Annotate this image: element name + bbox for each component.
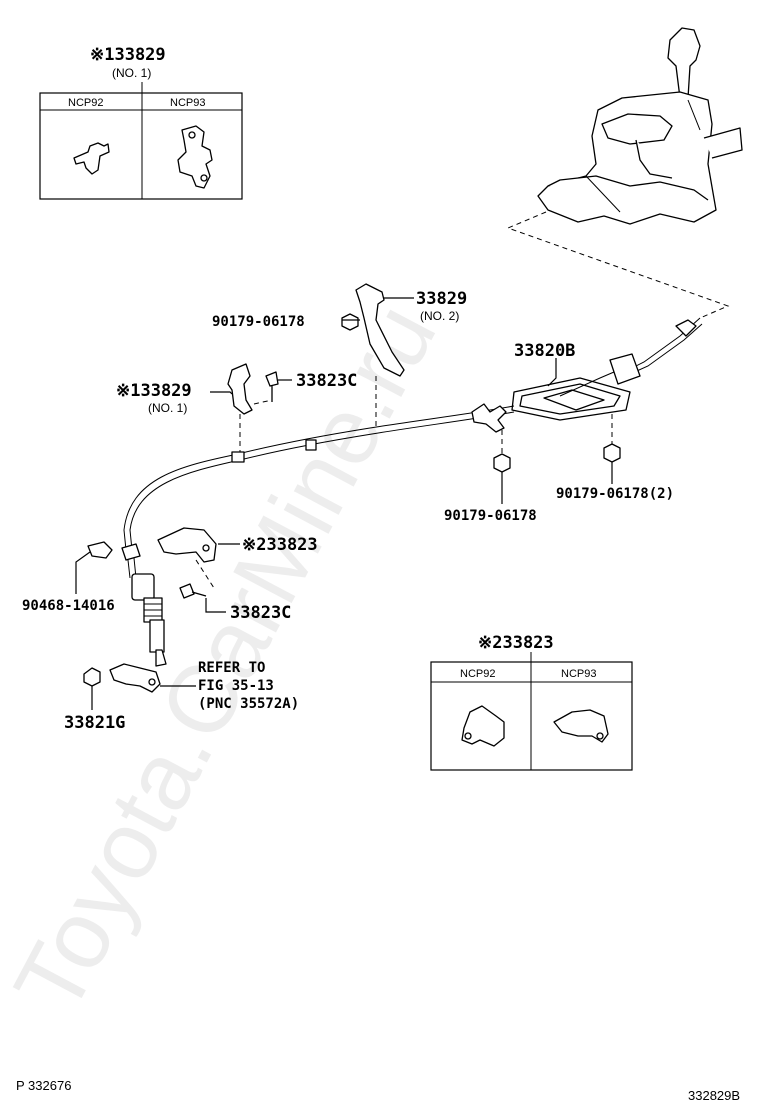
bracket-33829-no1-drawing (227, 363, 253, 415)
nut-90179-mid-drawing (493, 453, 511, 473)
cable-end-clip-drawing (109, 663, 161, 693)
label-90179-06178-right: 90179-06178(2) (556, 486, 674, 502)
label-33823c-top: 33823C (296, 371, 357, 391)
nut-33821g-drawing (83, 667, 101, 687)
transmission-control-cable-drawing (121, 317, 703, 667)
inset-top-col-ncp93: NCP93 (170, 97, 205, 109)
bracket-ncp93-drawing (177, 125, 213, 189)
guide-lever-to-cable (506, 211, 730, 319)
leader-lines (75, 297, 613, 710)
inset-33823: ※233823 NCP92 NCP93 (430, 633, 633, 771)
bracket-ncp92-drawing (73, 142, 110, 175)
bolt-33823c-top-drawing (265, 371, 279, 402)
nut-90179-right-drawing (603, 443, 621, 463)
label-refer-line3: (PNC 35572A) (198, 696, 299, 712)
bolt-33823c-bottom-drawing (179, 583, 207, 599)
label-90179-06178-mid: 90179-06178 (444, 508, 537, 524)
label-refer-line1: REFER TO (198, 660, 265, 676)
shift-lever-assembly-drawing (537, 27, 743, 225)
label-33829-no2-note: (NO. 2) (420, 309, 459, 323)
inset-top-part-number: ※133829 (90, 45, 166, 65)
label-33820b: 33820B (514, 341, 575, 361)
inset-33829-no1: ※133829 (NO. 1) NCP92 NCP93 (39, 45, 243, 200)
label-33829-no1: ※133829 (116, 381, 192, 401)
bracket-33823-ncp93-drawing (553, 709, 609, 743)
inset-top-col-ncp92: NCP92 (68, 97, 103, 109)
inset-bottom-part-number: ※233823 (478, 633, 554, 653)
inset-bottom-col-ncp92: NCP92 (460, 668, 495, 680)
label-33829-no1-note: (NO. 1) (148, 401, 187, 415)
clip-90468-drawing (87, 541, 113, 559)
nut-90179-top-drawing (341, 313, 359, 331)
label-90179-06178-top: 90179-06178 (212, 314, 305, 330)
dashed-guides (195, 376, 613, 589)
watermark: Toyota.CarMine.ru (0, 287, 457, 1030)
bracket-33823-ncp92-drawing (461, 705, 505, 747)
label-33829-no2: 33829 (416, 289, 467, 309)
label-33823c-bottom: 33823C (230, 603, 291, 623)
footer-right-code: 332829B (688, 1088, 741, 1103)
label-90468-14016: 90468-14016 (22, 598, 115, 614)
bracket-33823-drawing (157, 527, 217, 563)
inset-top-note: (NO. 1) (112, 66, 151, 80)
inset-top-frame (39, 92, 243, 200)
label-33821g: 33821G (64, 713, 125, 733)
label-33823: ※233823 (242, 535, 318, 555)
footer-left-code: P 332676 (16, 1078, 72, 1093)
inset-bottom-col-ncp93: NCP93 (561, 668, 596, 680)
bracket-33829-no2-drawing (355, 283, 405, 377)
label-refer-line2: FIG 35-13 (198, 678, 274, 694)
